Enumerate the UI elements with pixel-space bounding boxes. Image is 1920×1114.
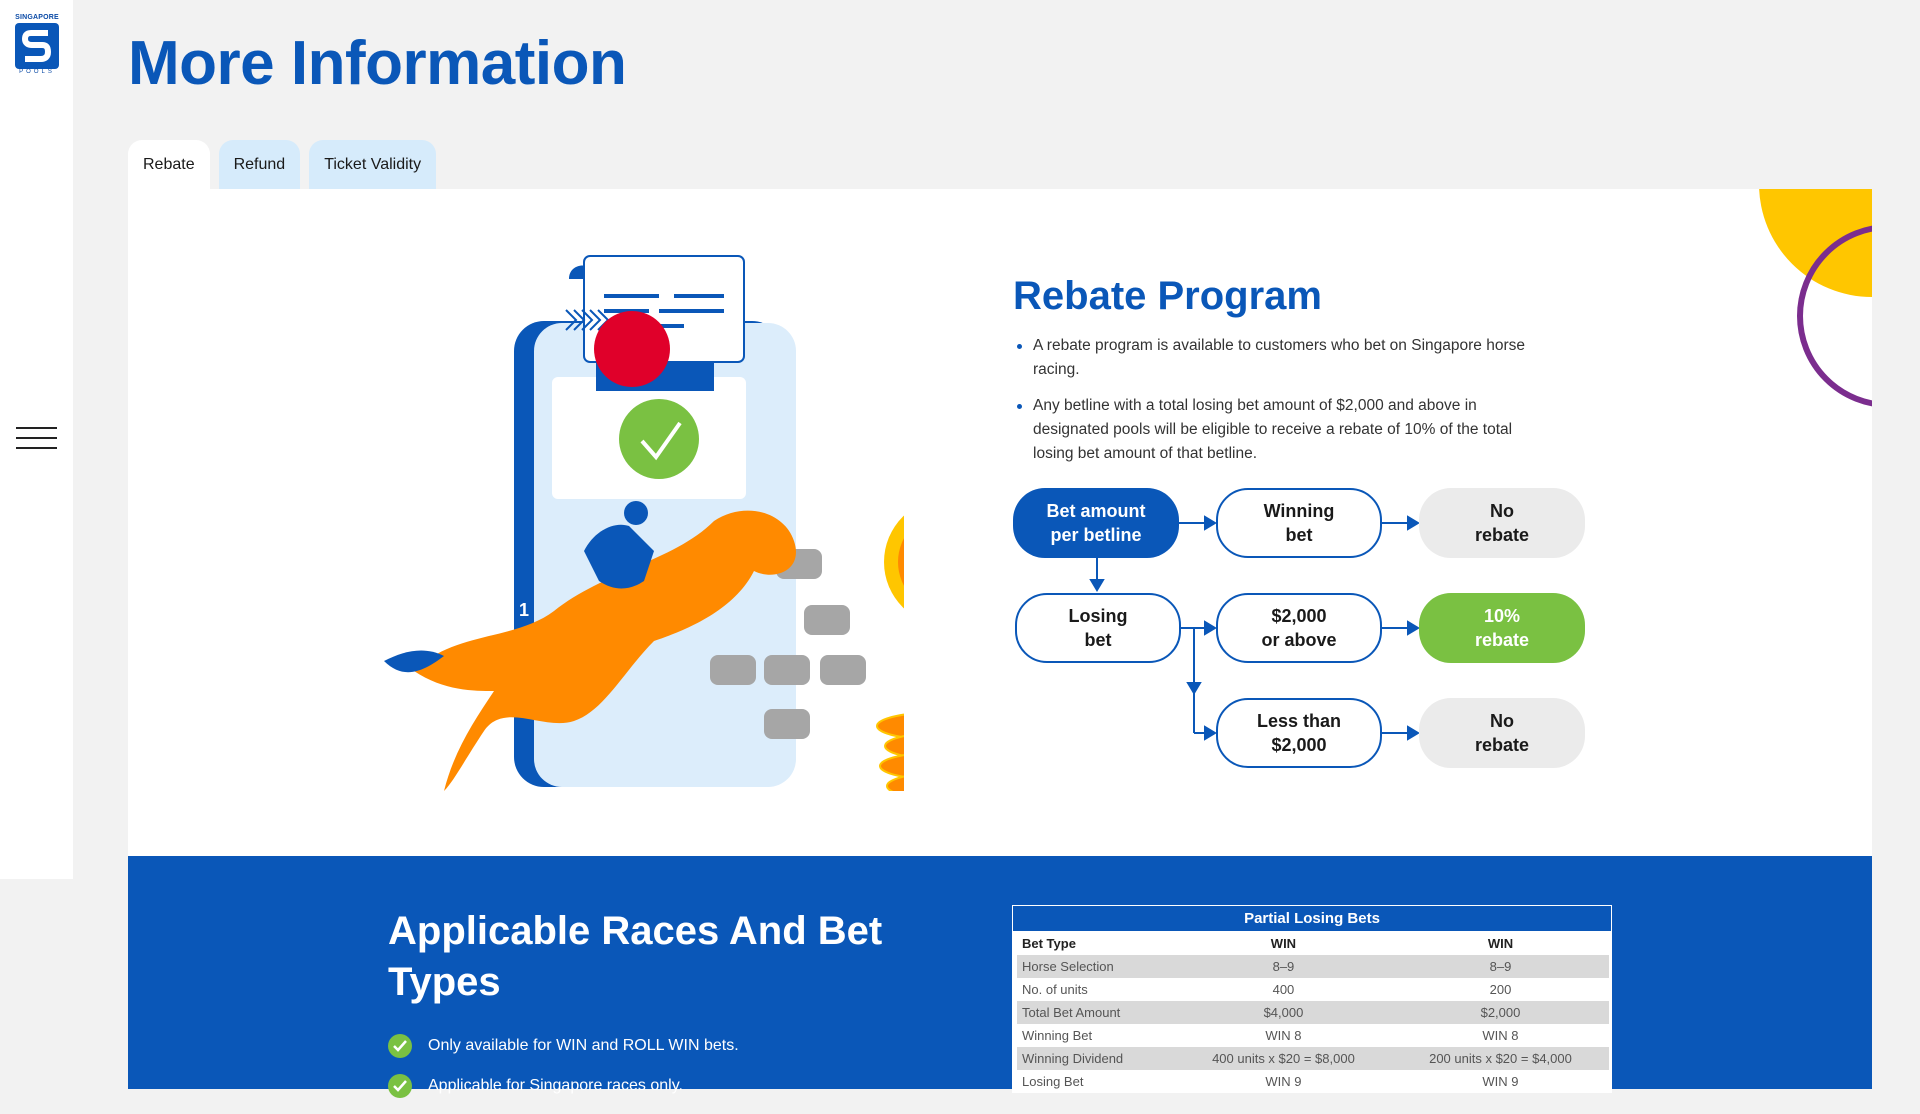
table-cell: WIN 8: [1265, 1028, 1302, 1043]
flow-bet-amount: Bet amount per betline: [1013, 488, 1179, 558]
table-cell: 400: [1272, 982, 1295, 997]
rebate-program-title: Rebate Program: [1013, 274, 1322, 318]
check-circle-icon: [388, 1074, 412, 1098]
table-cell: Horse Selection: [1017, 955, 1175, 978]
table-row: Horse Selection 8–9 8–9: [1017, 955, 1609, 978]
applicable-title: Applicable Races And Bet Types: [388, 909, 883, 1004]
tab-bar: Rebate Refund Ticket Validity: [128, 140, 437, 189]
flow-2000-or-above: $2,000 or above: [1216, 593, 1382, 663]
applicable-item: Applicable for Singapore races only.: [388, 1074, 739, 1114]
table-cell: Total Bet Amount: [1017, 1001, 1175, 1024]
partial-losing-bets-table: Partial Losing Bets Bet Type WIN WIN Hor…: [1012, 905, 1612, 1093]
table-cell: Winning Bet: [1022, 1028, 1093, 1043]
sidebar: SINGAPORE POOLS: [0, 0, 73, 879]
tab-refund[interactable]: Refund: [218, 140, 301, 189]
table-row: Winning Bet WIN 8 WIN 8: [1017, 1024, 1609, 1047]
table-cell: $2,000: [1391, 1001, 1609, 1024]
table-cell: Winning Dividend: [1017, 1047, 1175, 1070]
bets-table: Bet Type WIN WIN Horse Selection 8–9 8–9…: [1017, 932, 1609, 1093]
flow-winning-bet: Winning bet: [1216, 488, 1382, 558]
applicable-section: Applicable Races And Bet Types Only avai…: [128, 856, 1872, 1098]
svg-text:1: 1: [519, 600, 529, 620]
table-cell: WIN 8: [1482, 1028, 1519, 1043]
applicable-item: Only available for WIN and ROLL WIN bets…: [388, 1034, 739, 1074]
flow-no-rebate: No rebate: [1419, 698, 1585, 768]
table-cell: 8–9: [1174, 955, 1392, 978]
table-title: Partial Losing Bets: [1012, 905, 1612, 932]
flow-losing-bet: Losing bet: [1015, 593, 1181, 663]
rebate-bullet: Any betline with a total losing bet amou…: [1013, 394, 1533, 466]
applicable-item-text: Applicable for Singapore races only.: [428, 1077, 683, 1094]
table-row: Bet Type WIN WIN: [1017, 932, 1609, 955]
flowchart-arrows: [1089, 515, 1420, 741]
tab-rebate[interactable]: Rebate: [128, 140, 210, 189]
table-cell: $4,000: [1174, 1001, 1392, 1024]
check-circle-icon: [388, 1034, 412, 1058]
table-cell: 200 units x $20 = $4,000: [1391, 1047, 1609, 1070]
rebate-flowchart: Bet amount per betline Winning bet No re…: [1013, 488, 1613, 808]
rebate-bullets: A rebate program is available to custome…: [1013, 334, 1533, 478]
table-cell: WIN 9: [1265, 1074, 1302, 1089]
rebate-illustration: $ 1: [384, 255, 904, 791]
flow-less-than-2000: Less than $2,000: [1216, 698, 1382, 768]
page-title: More Information: [128, 29, 627, 98]
table-row: Winning Dividend 400 units x $20 = $8,00…: [1017, 1047, 1609, 1070]
table-cell: WIN: [1487, 936, 1514, 951]
flow-no-rebate: No rebate: [1419, 488, 1585, 558]
table-cell: No. of units: [1022, 982, 1088, 997]
rebate-bullet: A rebate program is available to custome…: [1013, 334, 1533, 382]
applicable-list: Only available for WIN and ROLL WIN bets…: [388, 1034, 739, 1114]
singapore-pools-logo[interactable]: SINGAPORE POOLS: [14, 14, 60, 78]
rebate-panel: $ 1 Rebate Program A rebate program is a…: [128, 189, 1872, 856]
logo-bottom-text: POOLS: [19, 69, 55, 75]
applicable-item-text: Only available for WIN and ROLL WIN bets…: [428, 1037, 739, 1054]
decorative-circles: [1759, 189, 1872, 407]
table-row: No. of units 400 200: [1017, 978, 1609, 1001]
flow-10pct-rebate: 10% rebate: [1419, 593, 1585, 663]
tab-ticket-validity[interactable]: Ticket Validity: [309, 140, 437, 189]
table-cell: Losing Bet: [1022, 1074, 1084, 1089]
logo-top-text: SINGAPORE: [15, 14, 59, 21]
table-row: Losing Bet WIN 9 WIN 9: [1017, 1070, 1609, 1093]
table-cell: 200: [1489, 982, 1512, 997]
table-cell: WIN 9: [1482, 1074, 1519, 1089]
table-cell: Bet Type: [1022, 936, 1076, 951]
logo-mark-icon: [15, 23, 59, 69]
table-row: Total Bet Amount $4,000 $2,000: [1017, 1001, 1609, 1024]
table-cell: 8–9: [1391, 955, 1609, 978]
table-cell: WIN: [1270, 936, 1297, 951]
table-cell: 400 units x $20 = $8,000: [1174, 1047, 1392, 1070]
menu-icon[interactable]: [16, 427, 57, 451]
